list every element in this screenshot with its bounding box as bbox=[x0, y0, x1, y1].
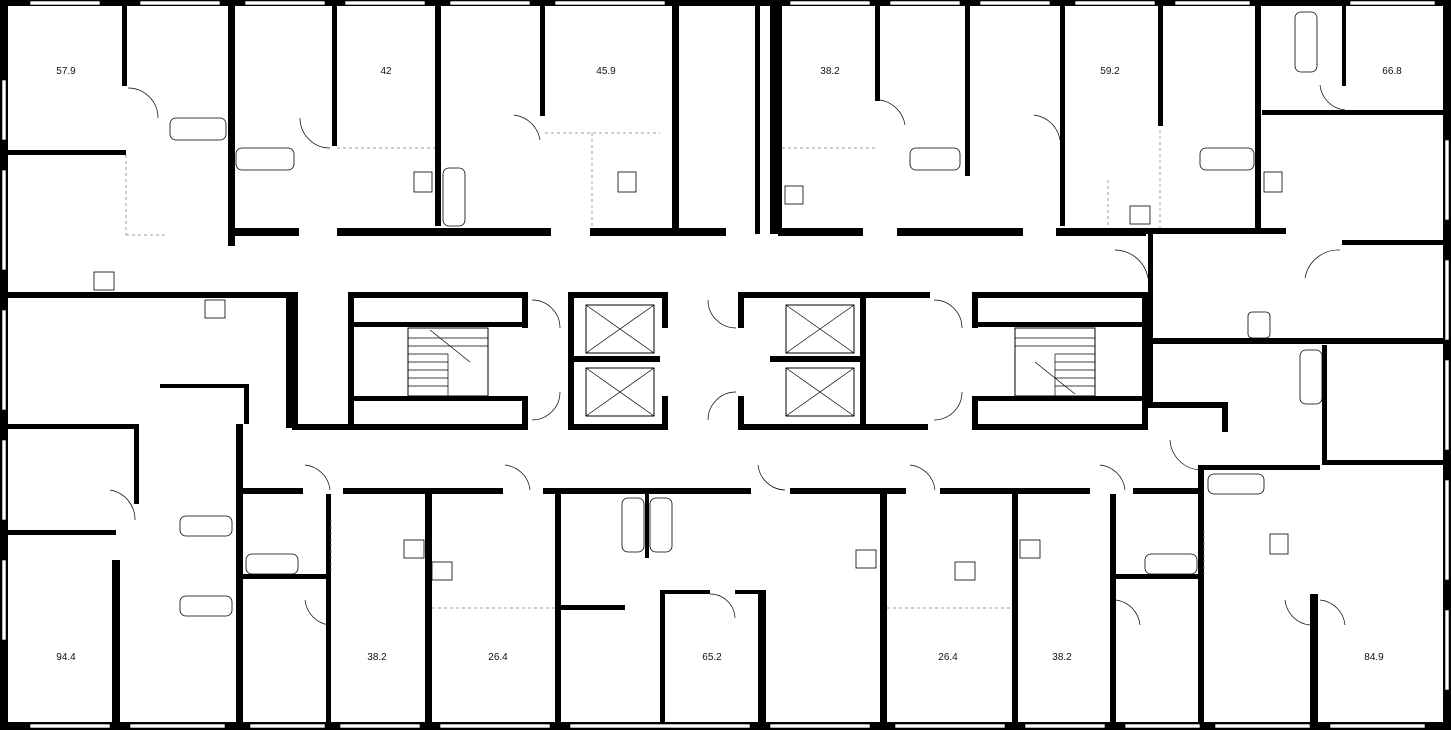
room-dividers bbox=[125, 130, 1205, 609]
building-core bbox=[292, 292, 1148, 430]
apartment-area-label: 45.9 bbox=[596, 66, 616, 77]
fixtures bbox=[93, 11, 1323, 617]
apartment-area-label: 94.4 bbox=[56, 652, 76, 663]
apartment-area-label: 38.2 bbox=[1052, 652, 1072, 663]
area-labels: 57.9 42 45.9 38.2 59.2 66.8 94.4 38.2 26… bbox=[56, 66, 1402, 663]
apartment-area-label: 42 bbox=[380, 66, 392, 77]
lift-group-2 bbox=[738, 292, 928, 430]
stair-right bbox=[1014, 327, 1096, 397]
apartment-area-label: 66.8 bbox=[1382, 66, 1402, 77]
apartment-area-label: 38.2 bbox=[367, 652, 387, 663]
apartment-area-label: 26.4 bbox=[938, 652, 958, 663]
apartment-area-label: 84.9 bbox=[1364, 652, 1384, 663]
apartment-area-label: 38.2 bbox=[820, 66, 840, 77]
apartment-area-label: 26.4 bbox=[488, 652, 508, 663]
apartment-area-label: 57.9 bbox=[56, 66, 76, 77]
bottom-row-walls bbox=[243, 470, 1318, 722]
top-row-walls bbox=[8, 6, 1443, 722]
lift-group-1 bbox=[568, 292, 668, 430]
doors bbox=[109, 84, 1346, 626]
apartment-area-label: 65.2 bbox=[702, 652, 722, 663]
apartment-area-label: 59.2 bbox=[1100, 66, 1120, 77]
stair-left bbox=[407, 327, 489, 397]
